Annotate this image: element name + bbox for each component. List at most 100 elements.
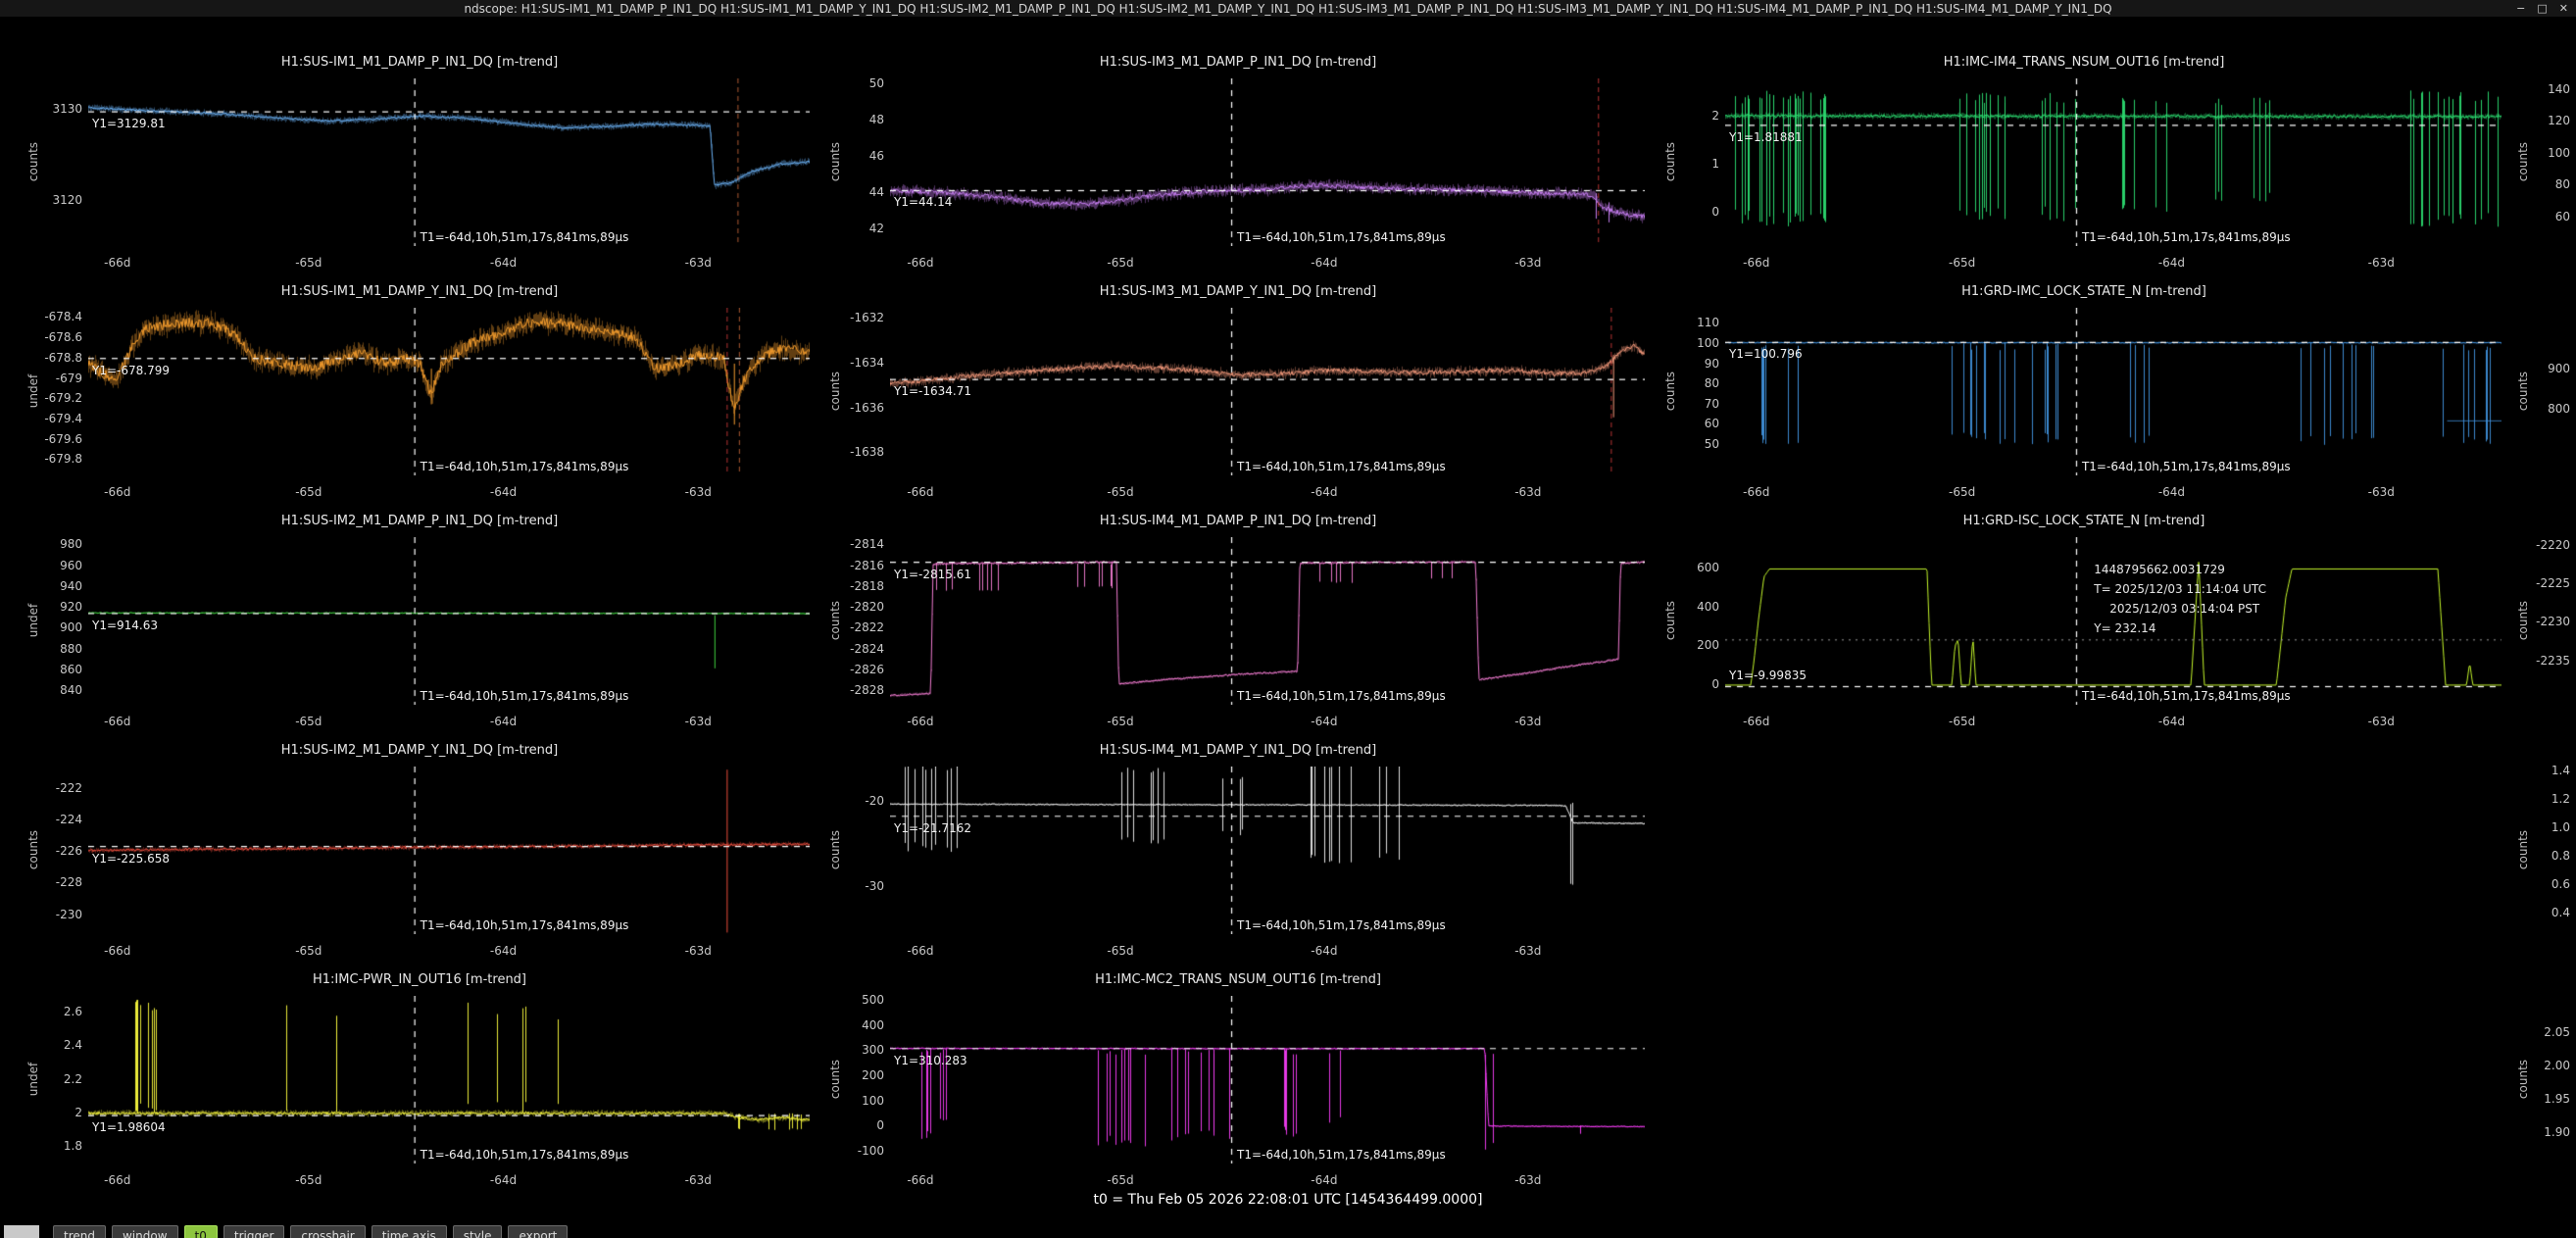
y-tick-label: -678.6 xyxy=(27,330,82,344)
toolbar-button-style[interactable]: style xyxy=(453,1225,503,1238)
y-tick-label: 0 xyxy=(829,1118,884,1132)
crosshair-t1-label: T1=-64d,10h,51m,17s,841ms,89µs xyxy=(1237,460,1446,473)
plot-canvas[interactable] xyxy=(890,996,1645,1164)
y-tick-label: 2 xyxy=(27,1106,82,1119)
maximize-button[interactable]: □ xyxy=(2537,0,2547,17)
y-tick-label: -2828 xyxy=(829,683,884,697)
y-tick-label: 400 xyxy=(1664,600,1719,614)
y-tick-label: -2822 xyxy=(829,620,884,634)
toolbar-button-time-axis[interactable]: time axis xyxy=(372,1225,447,1238)
y-tick-label: 140 xyxy=(2511,82,2570,96)
y-tick-label: 80 xyxy=(2511,177,2570,191)
toolbar-button-t0[interactable]: t0 xyxy=(184,1225,218,1238)
crosshair-y1-label: Y1=310.283 xyxy=(894,1054,967,1067)
crosshair-y1-label: Y1=1.81881 xyxy=(1729,130,1803,144)
crosshair-y1-label: Y1=914.63 xyxy=(92,619,158,632)
x-tick-label: -66d xyxy=(901,1173,940,1187)
y-tick-label: 800 xyxy=(2511,402,2570,416)
cursor-annotation: T= 2025/12/03 11:14:04 UTC xyxy=(2094,582,2266,596)
y-tick-label: 980 xyxy=(27,537,82,551)
x-tick-label: -66d xyxy=(98,1173,137,1187)
plot-canvas[interactable] xyxy=(890,767,1645,934)
plot-h1-imc-im4-trans-nsum-out16: H1:IMC-IM4_TRANS_NSUM_OUT16 [m-trend]cou… xyxy=(1659,33,2509,263)
plot-canvas[interactable] xyxy=(88,308,810,475)
crosshair-y1-label: Y1=-2815.61 xyxy=(894,568,971,581)
toolbar-grip[interactable] xyxy=(4,1225,39,1238)
y-tick-label: -2235 xyxy=(2511,654,2570,668)
crosshair-y1-label: Y1=-678.799 xyxy=(92,364,170,377)
y-tick-label: 46 xyxy=(829,149,884,163)
toolbar-button-window[interactable]: window xyxy=(112,1225,178,1238)
plot-h1-sus-im4-m1-damp-y-in1-dq: H1:SUS-IM4_M1_DAMP_Y_IN1_DQ [m-trend]cou… xyxy=(823,721,1653,951)
plot-canvas[interactable] xyxy=(88,78,810,246)
y-tick-label: 2.4 xyxy=(27,1038,82,1052)
plot-title: H1:IMC-PWR_IN_OUT16 [m-trend] xyxy=(22,972,817,987)
y-tick-label: 0 xyxy=(1664,677,1719,691)
x-tick-label: -63d xyxy=(2361,715,2401,728)
plot-canvas[interactable] xyxy=(1725,308,2502,475)
plot-canvas[interactable] xyxy=(890,537,1645,705)
y-tick-label: -1638 xyxy=(829,445,884,459)
plot-canvas[interactable] xyxy=(890,308,1645,475)
plot-title: H1:SUS-IM1_M1_DAMP_Y_IN1_DQ [m-trend] xyxy=(22,284,817,299)
minimize-button[interactable]: − xyxy=(2516,0,2525,17)
plot-title: H1:IMC-MC2_TRANS_NSUM_OUT16 [m-trend] xyxy=(823,972,1653,987)
cursor-annotation: 1448795662.0031729 xyxy=(2094,563,2225,576)
y-tick-label: 0.4 xyxy=(2511,906,2570,919)
plot-canvas[interactable] xyxy=(88,996,810,1164)
y-tick-label: 500 xyxy=(829,993,884,1007)
y-tick-label: 110 xyxy=(1664,316,1719,329)
y-tick-label: 3120 xyxy=(27,193,82,207)
crosshair-t1-label: T1=-64d,10h,51m,17s,841ms,89µs xyxy=(421,460,629,473)
x-tick-label: -66d xyxy=(1737,715,1776,728)
plot-h1-sus-im4-m1-damp-p-in1-dq: H1:SUS-IM4_M1_DAMP_P_IN1_DQ [m-trend]cou… xyxy=(823,492,1653,721)
crosshair-t1-label: T1=-64d,10h,51m,17s,841ms,89µs xyxy=(1237,918,1446,932)
y-tick-label: 960 xyxy=(27,559,82,572)
crosshair-t1-label: T1=-64d,10h,51m,17s,841ms,89µs xyxy=(2082,230,2291,244)
y-tick-label: 90 xyxy=(1664,357,1719,371)
y-tick-label: 48 xyxy=(829,113,884,126)
x-tick-label: -63d xyxy=(678,1173,718,1187)
y-tick-label: -1636 xyxy=(829,401,884,415)
plot-canvas[interactable] xyxy=(88,767,810,934)
y-tick-label: 80 xyxy=(1664,376,1719,390)
window-titlebar[interactable]: ndscope: H1:SUS-IM1_M1_DAMP_P_IN1_DQ H1:… xyxy=(0,0,2576,18)
y-tick-label: -2826 xyxy=(829,663,884,676)
y-tick-label: 100 xyxy=(1664,336,1719,350)
y-tick-label: -2820 xyxy=(829,600,884,614)
plot-h1-grd-isc-lock-state-n: H1:GRD-ISC_LOCK_STATE_N [m-trend]counts6… xyxy=(1659,492,2509,721)
plot-canvas[interactable] xyxy=(88,537,810,705)
toolbar-button-trend[interactable]: trend xyxy=(53,1225,106,1238)
crosshair-t1-label: T1=-64d,10h,51m,17s,841ms,89µs xyxy=(421,689,629,703)
crosshair-t1-label: T1=-64d,10h,51m,17s,841ms,89µs xyxy=(1237,689,1446,703)
y-tick-label: -1632 xyxy=(829,311,884,324)
y-tick-label: 2.2 xyxy=(27,1072,82,1086)
y-tick-label: 920 xyxy=(27,600,82,614)
toolbar-button-trigger[interactable]: trigger xyxy=(223,1225,285,1238)
y-tick-label: 400 xyxy=(829,1018,884,1032)
plot-canvas[interactable] xyxy=(890,78,1645,246)
toolbar-button-crosshair[interactable]: crosshair xyxy=(290,1225,365,1238)
y-tick-label: 44 xyxy=(829,185,884,199)
partial-plot-2: counts900800 xyxy=(2502,263,2576,492)
crosshair-y1-label: Y1=-225.658 xyxy=(92,852,170,866)
y-tick-label: -228 xyxy=(27,875,82,889)
toolbar-button-export[interactable]: export xyxy=(508,1225,568,1238)
crosshair-t1-label: T1=-64d,10h,51m,17s,841ms,89µs xyxy=(421,918,629,932)
y-tick-label: 600 xyxy=(1664,561,1719,574)
plot-h1-sus-im1-m1-damp-p-in1-dq: H1:SUS-IM1_M1_DAMP_P_IN1_DQ [m-trend]cou… xyxy=(22,33,817,263)
y-tick-label: -30 xyxy=(829,879,884,893)
plot-canvas[interactable] xyxy=(1725,78,2502,246)
x-tick-label: -65d xyxy=(1943,715,1982,728)
plot-h1-grd-imc-lock-state-n: H1:GRD-IMC_LOCK_STATE_N [m-trend]counts1… xyxy=(1659,263,2509,492)
y-tick-label: -2814 xyxy=(829,537,884,551)
plot-title: H1:SUS-IM1_M1_DAMP_P_IN1_DQ [m-trend] xyxy=(22,55,817,70)
y-tick-label: 1.2 xyxy=(2511,792,2570,806)
crosshair-y1-label: Y1=1.98604 xyxy=(92,1120,166,1134)
close-button[interactable]: ✕ xyxy=(2559,0,2568,17)
y-tick-label: 900 xyxy=(27,620,82,634)
window-title: ndscope: H1:SUS-IM1_M1_DAMP_P_IN1_DQ H1:… xyxy=(464,2,2111,16)
crosshair-t1-label: T1=-64d,10h,51m,17s,841ms,89µs xyxy=(1237,1148,1446,1162)
plot-title: H1:SUS-IM3_M1_DAMP_P_IN1_DQ [m-trend] xyxy=(823,55,1653,70)
